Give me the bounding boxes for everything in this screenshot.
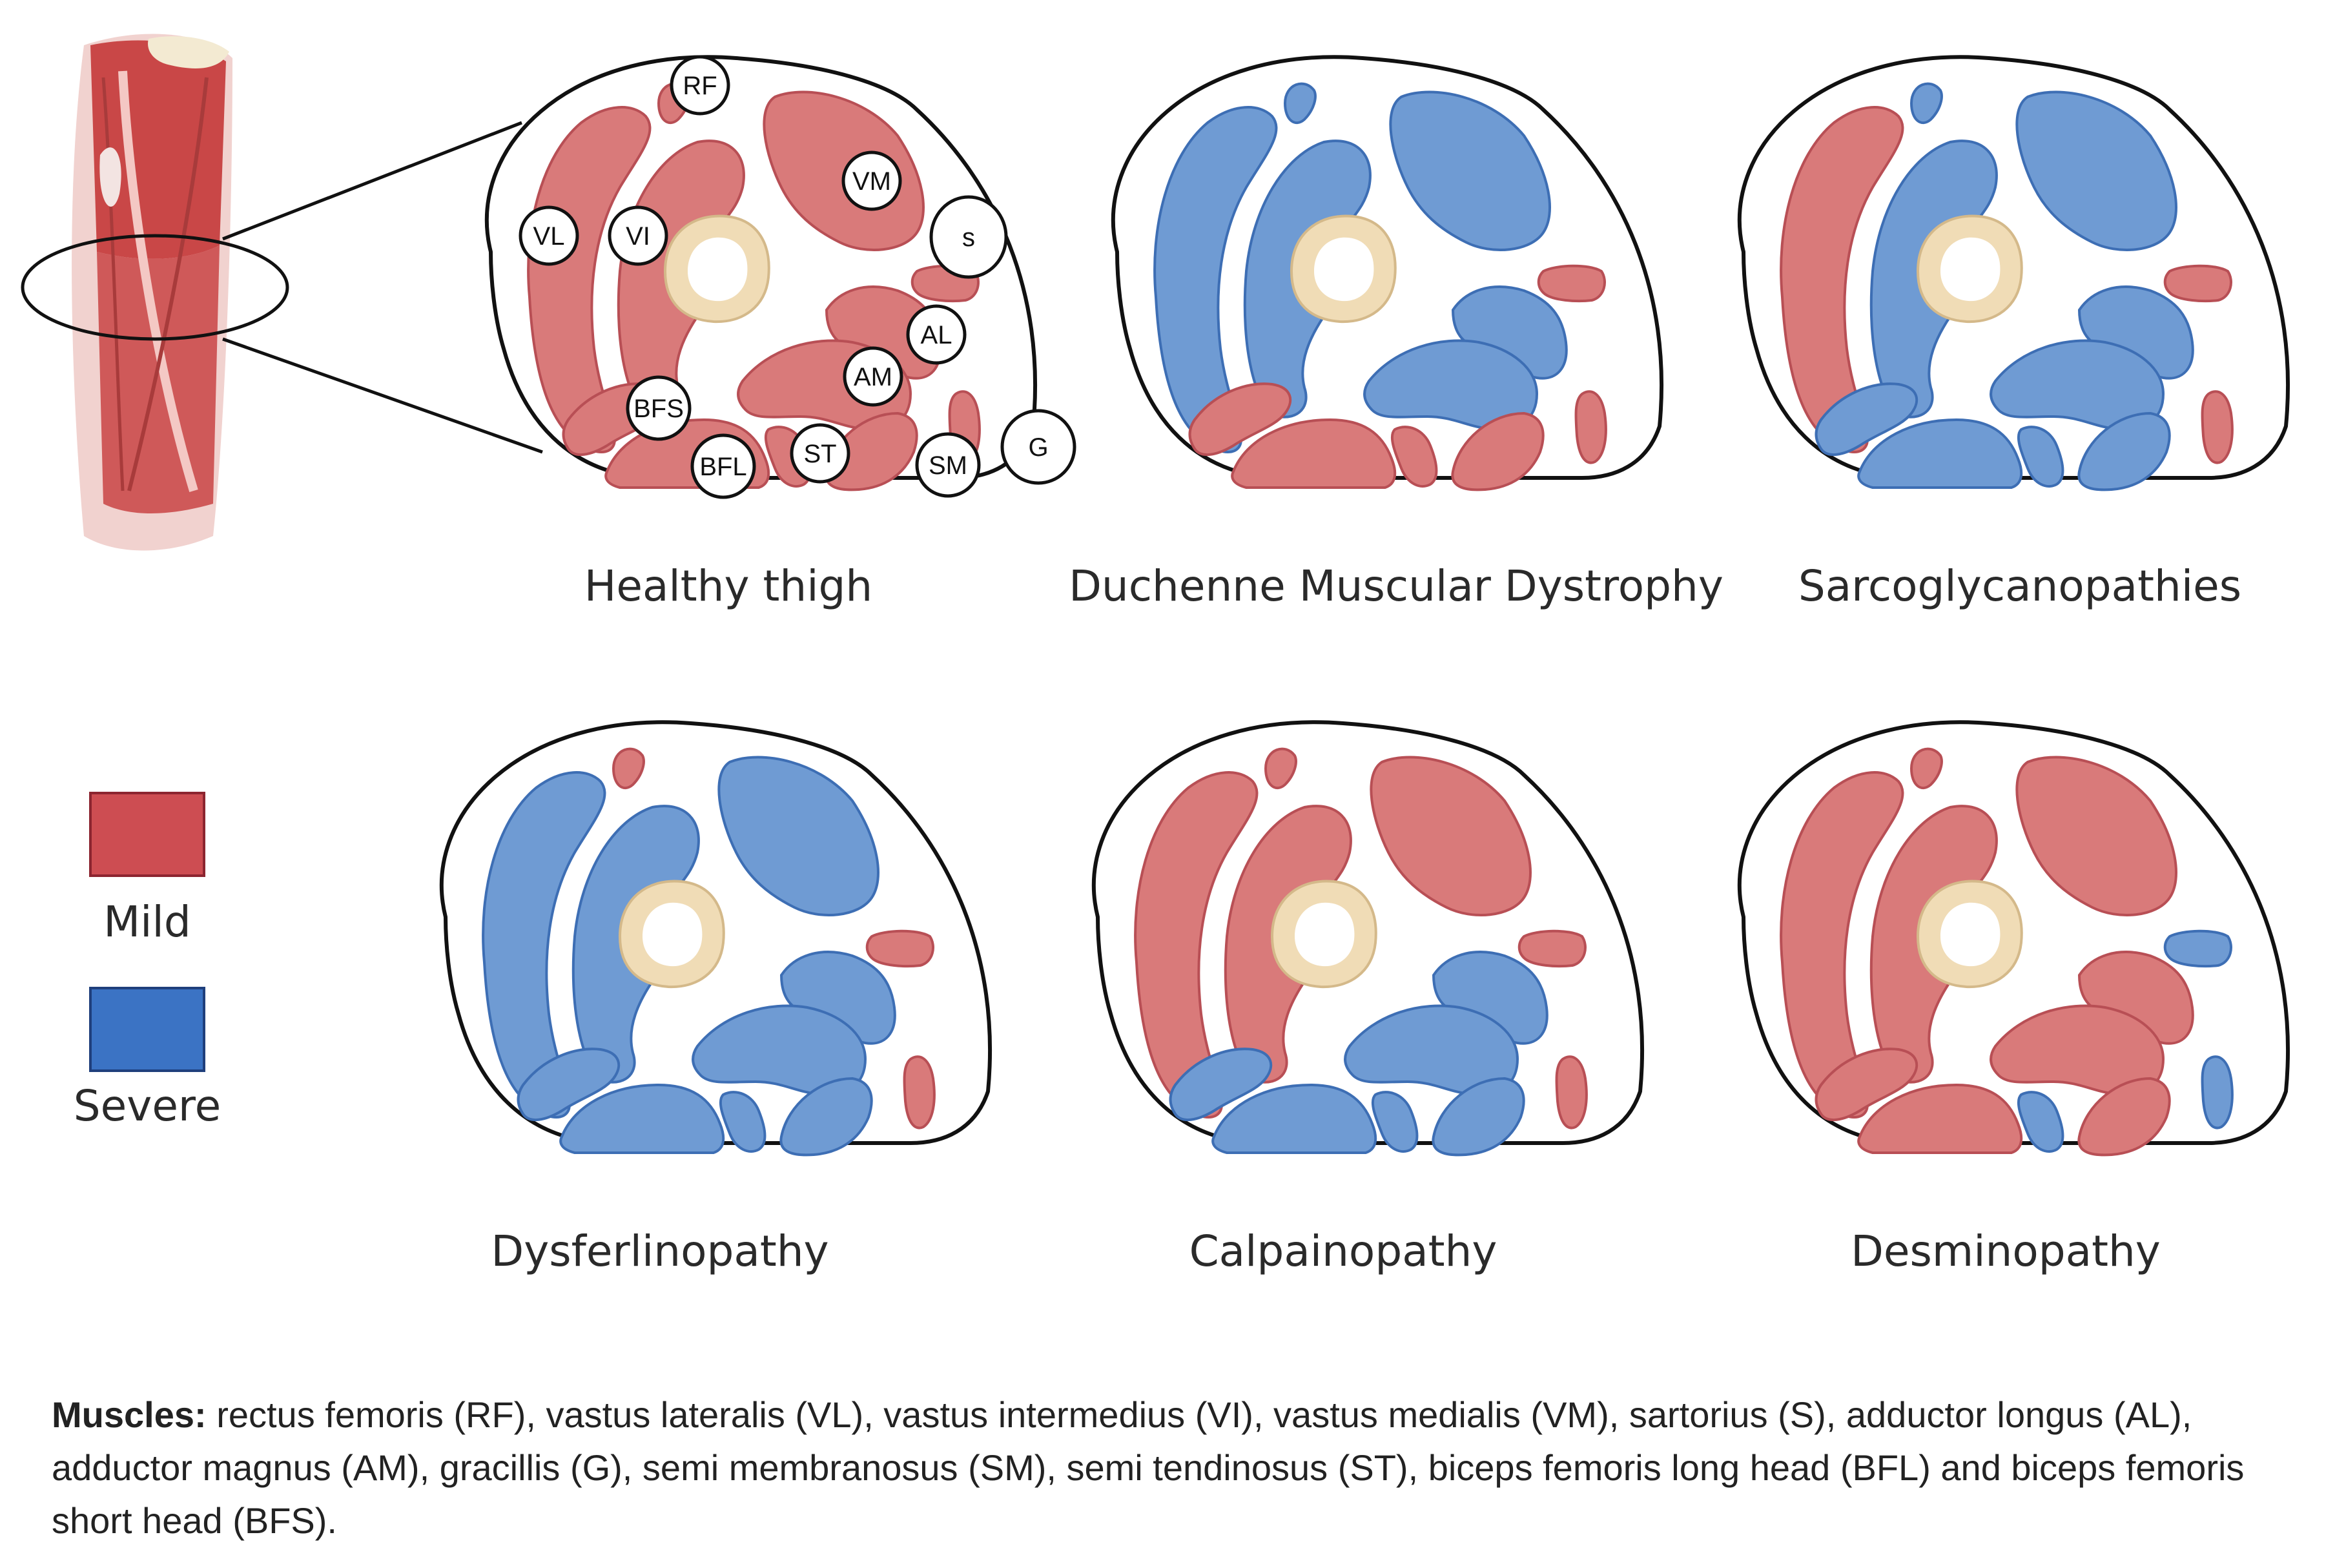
tag-st: ST: [790, 423, 850, 484]
cross-section-sarcoglycanopathies: [1740, 57, 2288, 491]
muscle-s: [2163, 929, 2232, 968]
svg-text:VL: VL: [533, 222, 565, 251]
zoom-line-bottom: [222, 337, 543, 454]
legend: Mild Severe: [74, 792, 221, 1131]
svg-text:BFL: BFL: [699, 453, 746, 481]
svg-text:VM: VM: [852, 167, 891, 196]
femur-bone: [1917, 880, 2023, 989]
tag-bfs: BFS: [626, 375, 692, 441]
title-desminopathy: Desminopathy: [1851, 1226, 2161, 1276]
title-dysferlinopathy: Dysferlinopathy: [491, 1226, 828, 1276]
caption-body: rectus femoris (RF), vastus lateralis (V…: [52, 1394, 2245, 1541]
caption-heading: Muscles:: [52, 1394, 207, 1435]
svg-text:RF: RF: [683, 72, 717, 100]
tag-am: AM: [843, 346, 903, 407]
muscle-g: [2201, 390, 2234, 464]
svg-text:BFS: BFS: [633, 395, 684, 423]
cross-section-desminopathy: [1740, 722, 2288, 1157]
zoom-line-top: [222, 121, 522, 241]
svg-text:G: G: [1028, 433, 1048, 462]
legend-severe-swatch: [89, 987, 205, 1072]
cross-section-dysferlinopathy: [442, 722, 990, 1157]
tag-vm: VM: [841, 150, 902, 211]
tag-s: s: [929, 195, 1008, 279]
tag-g: G: [1000, 409, 1076, 485]
svg-text:VI: VI: [626, 222, 650, 251]
muscle-s: [1537, 264, 1606, 303]
title-healthy-thigh: Healthy thigh: [584, 561, 873, 611]
svg-text:AM: AM: [854, 363, 892, 391]
legend-mild-swatch: [89, 792, 205, 877]
tag-al: AL: [906, 304, 967, 365]
femur-bone: [619, 880, 725, 989]
muscle-g: [2201, 1055, 2234, 1130]
muscle-g: [1555, 1055, 1588, 1130]
svg-text:s: s: [962, 223, 975, 252]
title-duchenne: Duchenne Muscular Dystrophy: [1069, 561, 1723, 611]
tag-sm: SM: [915, 432, 981, 498]
tag-vi: VI: [608, 205, 668, 266]
muscle-g: [1574, 390, 1607, 464]
svg-text:ST: ST: [803, 440, 836, 468]
muscle-s: [865, 929, 934, 968]
femur-bone: [1917, 214, 2023, 324]
cross-section-calpainopathy: [1094, 722, 1642, 1157]
tag-bfl: BFL: [690, 433, 756, 499]
cross-section-marker-ellipse: [21, 234, 289, 341]
svg-text:SM: SM: [929, 451, 967, 480]
legend-mild-label: Mild: [103, 897, 191, 947]
title-sarcoglycanopathies: Sarcoglycanopathies: [1798, 561, 2241, 611]
title-calpainopathy: Calpainopathy: [1189, 1226, 1497, 1276]
svg-text:AL: AL: [921, 321, 952, 349]
legend-severe-label: Severe: [74, 1081, 221, 1131]
tag-rf: RF: [670, 55, 730, 116]
femur-bone: [664, 214, 770, 324]
tag-vl: VL: [519, 205, 579, 266]
leg-illustration: [72, 34, 232, 551]
femur-bone: [1271, 880, 1377, 989]
muscle-g: [903, 1055, 936, 1130]
muscle-s: [1517, 929, 1587, 968]
muscle-caption: Muscles: rectus femoris (RF), vastus lat…: [52, 1388, 2286, 1547]
cross-section-duchenne: [1113, 57, 1661, 491]
muscle-s: [2163, 264, 2232, 303]
femur-bone: [1290, 214, 1397, 324]
muscle-tags: RF VM VL VI s AL AM BFS ST SM G BFL: [519, 55, 1076, 499]
